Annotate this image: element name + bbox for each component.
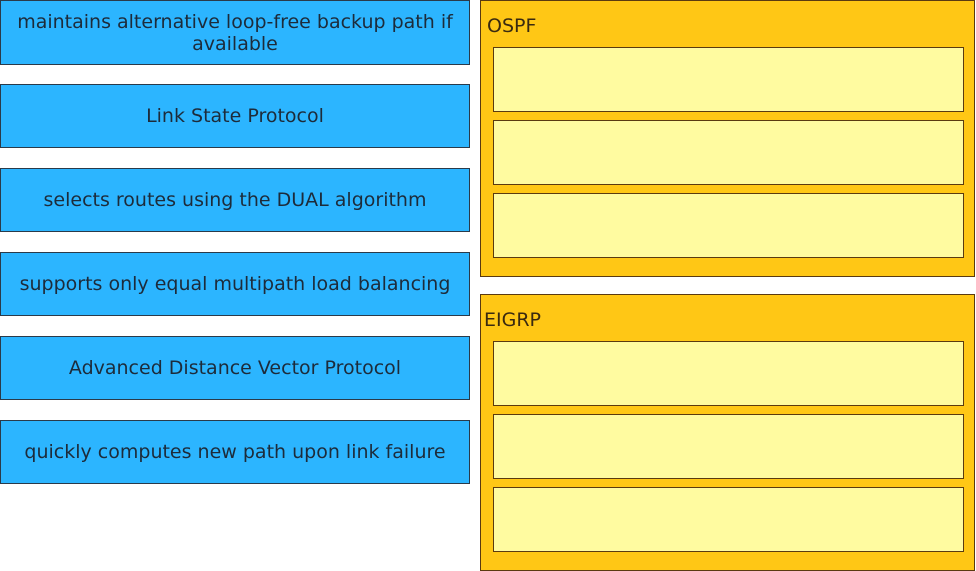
drag-item-quick-compute[interactable]: quickly computes new path upon link fail… — [0, 420, 470, 484]
drag-item-link-state[interactable]: Link State Protocol — [0, 84, 470, 148]
ospf-title: OSPF — [487, 15, 537, 37]
eigrp-title: EIGRP — [484, 309, 541, 331]
eigrp-drop-slot[interactable] — [493, 341, 964, 406]
drag-item-dual[interactable]: selects routes using the DUAL algorithm — [0, 168, 470, 232]
eigrp-target-panel: EIGRP — [480, 294, 975, 571]
eigrp-drop-slot[interactable] — [493, 414, 964, 479]
eigrp-drop-slot[interactable] — [493, 487, 964, 552]
ospf-drop-slot[interactable] — [493, 120, 964, 185]
drag-item-backup-path[interactable]: maintains alternative loop-free backup p… — [0, 0, 470, 65]
drag-item-equal-multipath[interactable]: supports only equal multipath load balan… — [0, 252, 470, 316]
ospf-drop-slot[interactable] — [493, 47, 964, 112]
ospf-drop-slot[interactable] — [493, 193, 964, 258]
drag-item-advanced-distance-vector[interactable]: Advanced Distance Vector Protocol — [0, 336, 470, 400]
ospf-target-panel: OSPF — [480, 0, 975, 277]
